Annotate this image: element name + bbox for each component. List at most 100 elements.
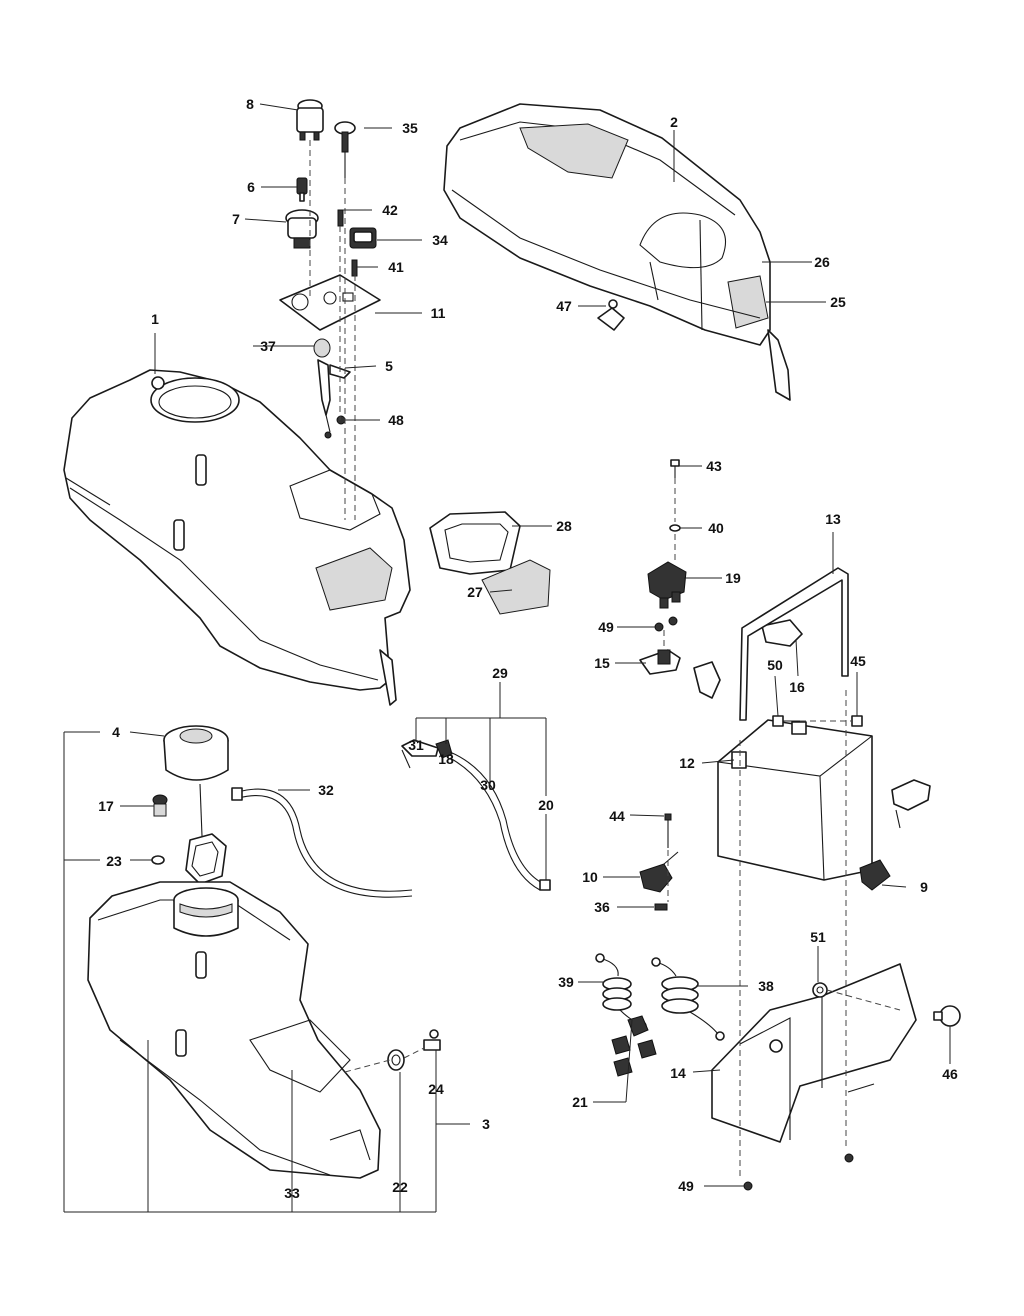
callout-36: 36 xyxy=(594,899,610,915)
callout-38: 38 xyxy=(758,978,774,994)
callout-12: 12 xyxy=(679,755,695,771)
callout-33: 33 xyxy=(284,1185,300,1201)
callout-34: 34 xyxy=(432,232,448,248)
solenoid-part-19 xyxy=(647,561,687,609)
callout-29: 29 xyxy=(492,665,508,681)
callout-7: 7 xyxy=(232,211,240,227)
callout-49: 49 xyxy=(598,619,614,635)
ignition-switch-part-7 xyxy=(285,209,319,249)
nut-part-49-bottom xyxy=(743,1153,854,1191)
terminal-part-15 xyxy=(639,649,681,675)
callout-41: 41 xyxy=(388,259,404,275)
callout-40: 40 xyxy=(708,520,724,536)
callout-22: 22 xyxy=(392,1179,408,1195)
callout-39: 39 xyxy=(558,974,574,990)
hose-part-32 xyxy=(231,787,413,898)
bezel-part-28 xyxy=(429,511,521,575)
callout-42: 42 xyxy=(382,202,398,218)
bracket-plate-part-11 xyxy=(279,274,381,331)
washer-part-40 xyxy=(669,524,681,532)
screw-part-44 xyxy=(664,813,672,848)
connector-part-right xyxy=(891,779,931,829)
callout-47: 47 xyxy=(556,298,572,314)
cable-part-38 xyxy=(651,957,725,1041)
callout-43: 43 xyxy=(706,458,722,474)
callout-50: 50 xyxy=(767,657,783,673)
callout-3: 3 xyxy=(482,1116,490,1132)
knob-part-37 xyxy=(313,338,331,358)
callout-11: 11 xyxy=(431,305,446,321)
callout-31: 31 xyxy=(408,737,424,753)
fuel-tank-part-3 xyxy=(87,881,381,1179)
callout-13: 13 xyxy=(825,511,841,527)
callout-46: 46 xyxy=(942,1066,958,1082)
battery-cable-part-13 xyxy=(739,567,849,721)
assembly-line-tank xyxy=(344,1059,391,1073)
bolt-part-45 xyxy=(851,715,863,727)
leader-lines xyxy=(63,103,951,1213)
callout-18: 18 xyxy=(438,751,454,767)
relay-part-9 xyxy=(859,859,891,891)
callout-6: 6 xyxy=(247,179,255,195)
callout-19: 19 xyxy=(725,570,741,586)
fuel-cap-part-4 xyxy=(163,725,229,781)
switch-part-8 xyxy=(296,99,324,141)
bracket-part-10 xyxy=(639,851,679,893)
knob-part-46 xyxy=(933,1005,961,1027)
callout-15: 15 xyxy=(594,655,610,671)
callout-20: 20 xyxy=(538,797,554,813)
callout-32: 32 xyxy=(318,782,334,798)
callout-21: 21 xyxy=(572,1094,588,1110)
callout-30: 30 xyxy=(480,777,496,793)
assembly-line-fitting xyxy=(403,1047,425,1059)
grommet-part-23 xyxy=(151,855,165,865)
vent-valve-part-17 xyxy=(152,794,168,817)
callout-48: 48 xyxy=(388,412,404,428)
nut-part-49-top xyxy=(654,616,678,632)
nut-part-36 xyxy=(654,903,668,911)
fitting-part-24 xyxy=(423,1029,441,1051)
screw-part-42 xyxy=(337,209,344,227)
assembly-lines-dash xyxy=(309,140,356,520)
hood-cover-part-1 xyxy=(63,369,411,706)
assembly-lines-battery xyxy=(663,478,901,1180)
fuel-line-assembly xyxy=(401,739,551,891)
console-cover-part-2 xyxy=(443,103,791,401)
clips-part-21 xyxy=(611,1015,657,1077)
callout-26: 26 xyxy=(814,254,830,270)
nut-bottom xyxy=(324,431,332,439)
callout-17: 17 xyxy=(98,798,114,814)
switch-part-34 xyxy=(349,227,377,249)
nut-part-48 xyxy=(336,415,346,425)
knob-part-35 xyxy=(334,121,356,178)
boot-part xyxy=(693,661,721,699)
callout-10: 10 xyxy=(582,869,598,885)
callout-27: 27 xyxy=(467,584,483,600)
callout-5: 5 xyxy=(385,358,393,374)
callout-25: 25 xyxy=(830,294,846,310)
callout-37: 37 xyxy=(260,338,276,354)
callout-49-bottom: 49 xyxy=(678,1178,694,1194)
callout-4: 4 xyxy=(112,724,120,740)
battery-part-12 xyxy=(717,719,873,881)
cover-part-27 xyxy=(481,559,551,615)
callout-9: 9 xyxy=(920,879,928,895)
screw-part-43 xyxy=(670,459,680,478)
clip-part-47 xyxy=(597,299,625,331)
callout-16: 16 xyxy=(789,679,805,695)
key-part-6 xyxy=(296,177,308,202)
grommet-part-22 xyxy=(387,1049,405,1071)
grommet-part-51 xyxy=(812,982,828,998)
callout-8: 8 xyxy=(246,96,254,112)
callout-28: 28 xyxy=(556,518,572,534)
callout-45: 45 xyxy=(850,653,866,669)
callout-labels: 8 35 6 7 42 34 41 11 1 37 5 48 2 26 25 4… xyxy=(98,96,958,1201)
callout-14: 14 xyxy=(670,1065,686,1081)
callout-35: 35 xyxy=(402,120,418,136)
callout-2: 2 xyxy=(670,114,678,130)
tether-part xyxy=(185,783,227,885)
callout-44: 44 xyxy=(609,808,625,824)
callout-1: 1 xyxy=(151,311,159,327)
callout-23: 23 xyxy=(106,853,122,869)
